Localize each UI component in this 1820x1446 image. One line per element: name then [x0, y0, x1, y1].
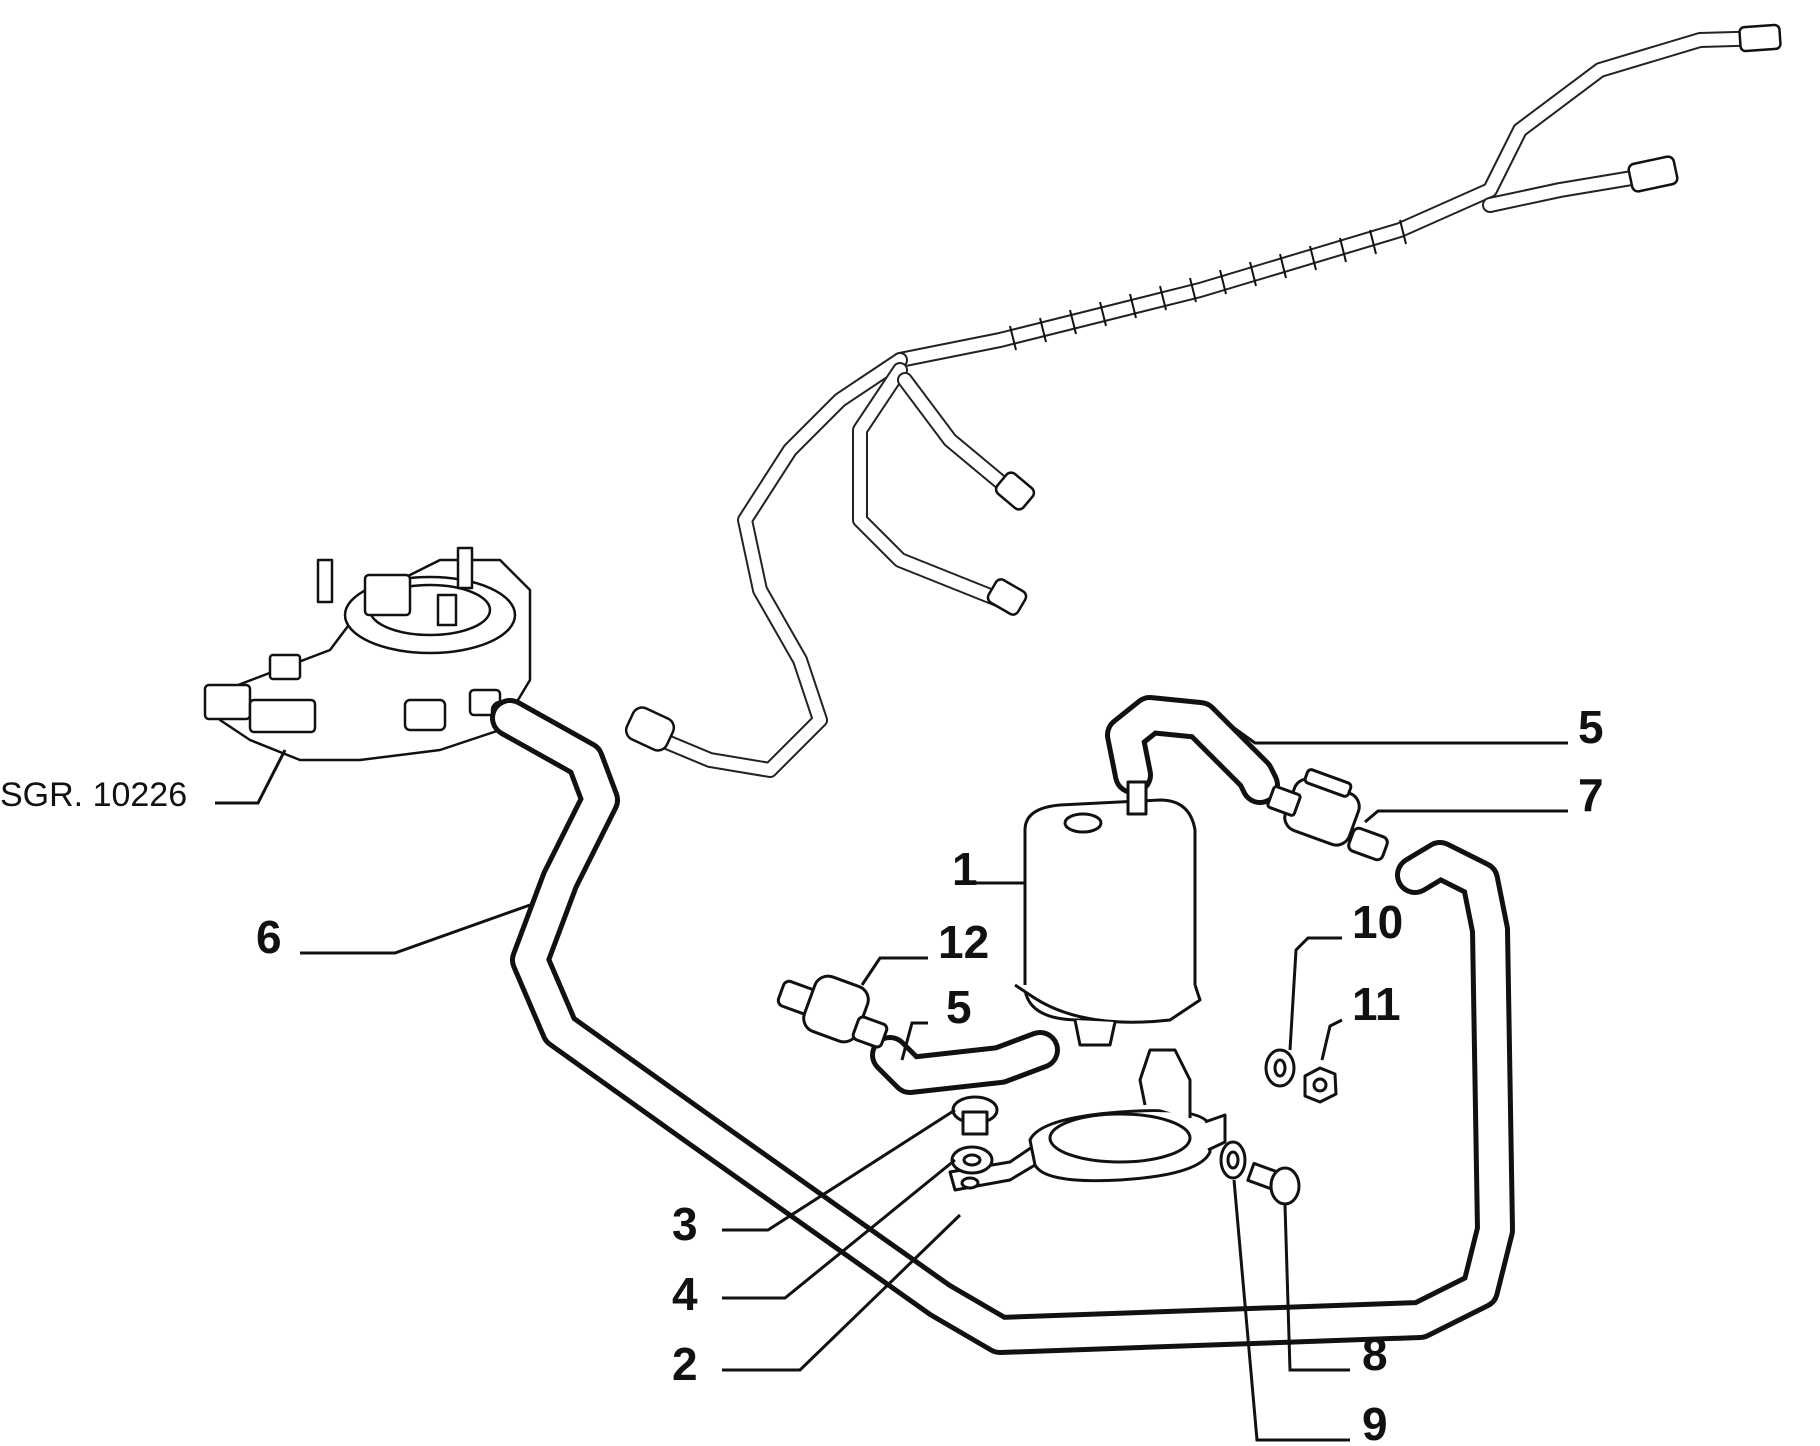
washer-9 — [1219, 1140, 1247, 1180]
valve-12 — [776, 974, 889, 1049]
leader-lines — [215, 723, 1568, 1442]
callout-6: 6 — [256, 911, 282, 963]
callout-1: 1 — [952, 843, 978, 895]
bracket-2 — [948, 1048, 1227, 1192]
callout-5-upper: 5 — [1578, 701, 1604, 753]
valve-7 — [1266, 768, 1389, 862]
carbon-canister — [1014, 780, 1202, 1047]
callout-5-lower: 5 — [946, 981, 972, 1033]
callout-9: 9 — [1362, 1398, 1388, 1446]
hose-5-upper — [1105, 695, 1280, 805]
callout-11: 11 — [1352, 978, 1401, 1030]
screw-3 — [951, 1095, 999, 1136]
callout-8: 8 — [1362, 1328, 1388, 1380]
wiring-harness — [624, 23, 1782, 778]
reference-label: SGR. 10226 — [0, 776, 187, 814]
screw-8 — [1246, 1161, 1301, 1206]
callout-2: 2 — [672, 1338, 698, 1390]
callout-4: 4 — [672, 1268, 698, 1320]
hose-5-lower — [870, 1030, 1060, 1095]
throttle-body — [203, 546, 532, 762]
nut-11 — [1303, 1066, 1338, 1104]
washer-10 — [1264, 1048, 1296, 1088]
washer-4 — [950, 1145, 994, 1175]
hose-6 — [490, 698, 1515, 1355]
callout-7: 7 — [1578, 769, 1604, 821]
callout-10: 10 — [1352, 896, 1403, 948]
callout-3: 3 — [672, 1198, 698, 1250]
callout-12: 12 — [938, 916, 989, 968]
